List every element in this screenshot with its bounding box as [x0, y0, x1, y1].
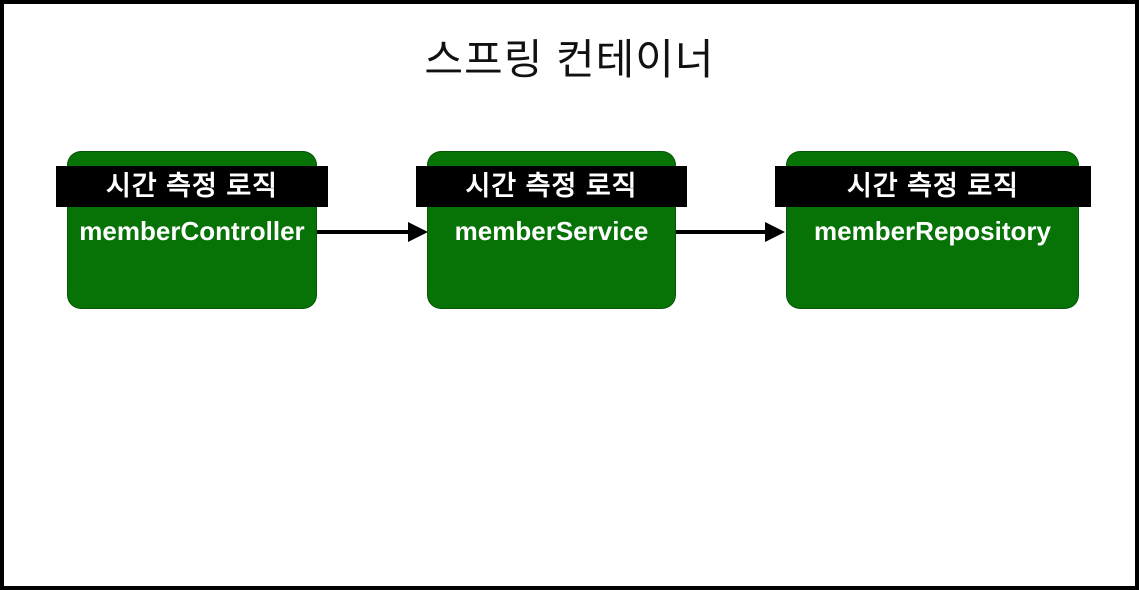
arrow-line [676, 230, 766, 234]
diagram-title: 스프링 컨테이너 [424, 36, 715, 83]
node-member-repository: 시간 측정 로직 memberRepository [775, 151, 1091, 309]
time-measure-banner: 시간 측정 로직 [416, 166, 687, 207]
node-label: memberRepository [814, 216, 1051, 246]
node-member-service: 시간 측정 로직 memberService [416, 151, 687, 309]
arrow-head-icon [408, 222, 428, 242]
node-label: memberController [79, 216, 305, 246]
arrow-line [317, 230, 409, 234]
time-measure-banner: 시간 측정 로직 [775, 166, 1091, 207]
node-label: memberService [454, 216, 649, 246]
time-measure-banner: 시간 측정 로직 [56, 166, 328, 207]
node-member-controller: 시간 측정 로직 memberController [56, 151, 328, 309]
arrow-head-icon [765, 222, 785, 242]
